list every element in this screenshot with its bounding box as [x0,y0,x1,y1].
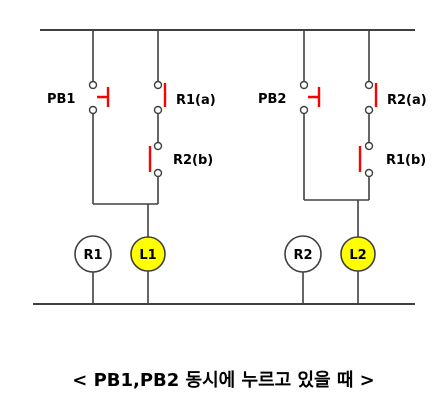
r1a-label: R1(a) [176,93,216,108]
diagram-caption: < PB1,PB2 동시에 누르고 있을 때 > [72,370,375,391]
pb1-terminal-bottom [88,105,98,115]
r2-coil-label: R2 [293,248,312,263]
r2a-label: R2(a) [387,93,427,108]
l2-lamp-label: L2 [349,248,366,263]
r2b-label: R2(b) [173,153,213,168]
relay-interlock-diagram: PB1 R1(a) R2(b) R1 L1 [33,29,427,305]
r2b-terminal-top [153,141,163,151]
r1-coil-label: R1 [83,248,102,263]
r1a-terminal-top [153,80,163,90]
r1b-terminal-top [364,141,374,151]
pb2-pushbutton-contact [308,87,321,107]
pb2-terminal-bottom [299,105,309,115]
r2a-terminal-top [364,80,374,90]
l1-lamp-label: L1 [139,248,156,263]
pb2-label: PB2 [258,92,286,107]
circuit-1: PB1 R1(a) R2(b) R1 L1 [47,30,216,304]
pb1-terminal-top [88,80,98,90]
r1b-terminal-bottom [364,168,374,178]
circuit-2: PB2 R2(a) R1(b) R2 L2 [258,30,427,304]
r1a-terminal-bottom [153,105,163,115]
pb1-label: PB1 [47,92,75,107]
r2b-terminal-bottom [153,168,163,178]
pb1-pushbutton-contact [97,87,110,107]
r2a-terminal-bottom [364,105,374,115]
pb2-terminal-top [299,80,309,90]
r1b-label: R1(b) [386,153,426,168]
